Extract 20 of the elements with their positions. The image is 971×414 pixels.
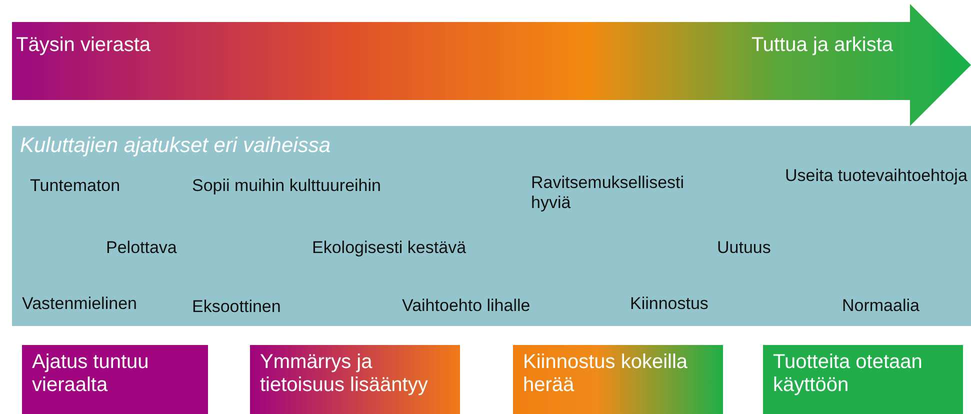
stage-box: Ymmärrys ja tietoisuus lisääntyy [250,345,460,414]
stage-box: Kiinnostus kokeilla herää [513,345,723,414]
thought-word: Kiinnostus [630,294,708,314]
thought-word: Pelottava [106,238,177,258]
thought-word: Vaihtoehto lihalle [402,296,530,316]
thought-word: Uutuus [717,238,771,258]
thought-word: Vastenmielinen [22,294,137,314]
stage-box: Tuotteita otetaan käyttöön [763,345,963,414]
thought-word: Useita tuotevaihtoehtoja [785,166,968,186]
stage-box: Ajatus tuntuu vieraalta [22,345,208,414]
arrow-label: Tuttua ja arkista [751,34,893,57]
thought-word: Ekologisesti kestävä [312,238,466,258]
arrow-label: Täysin vierasta [16,34,150,57]
thought-word: Tuntematon [30,176,120,196]
panel-heading: Kuluttajien ajatukset eri vaiheissa [20,134,331,158]
stage-panel [12,126,971,326]
thought-word: Normaalia [842,296,920,316]
thought-word: Sopii muihin kulttuureihin [192,176,381,196]
thought-word: Eksoottinen [192,297,281,317]
thought-word: Ravitsemuksellisesti hyviä [531,173,686,213]
